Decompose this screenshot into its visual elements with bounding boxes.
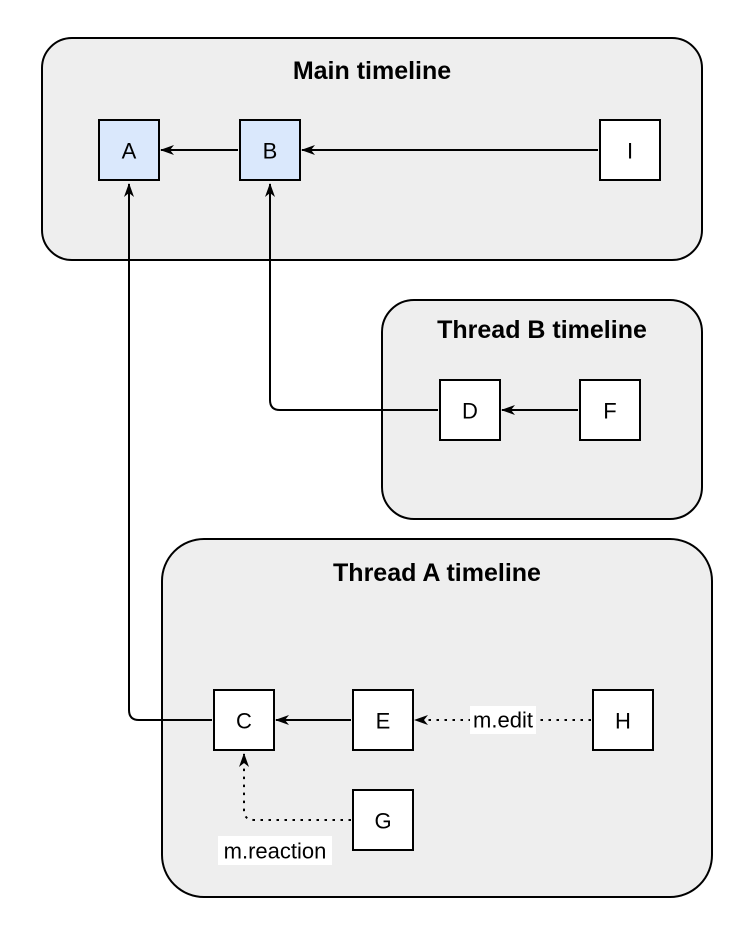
event-e-box bbox=[352, 689, 414, 751]
event-g-label: G bbox=[374, 809, 391, 834]
event-i-box bbox=[599, 119, 661, 181]
main-timeline-title: Main timeline bbox=[293, 57, 451, 85]
event-b-label: B bbox=[263, 139, 278, 164]
event-d-label: D bbox=[462, 399, 478, 424]
edge-g-to-c-reaction bbox=[239, 753, 351, 821]
event-b-box bbox=[239, 119, 301, 181]
reaction-edge-label: m.reaction bbox=[224, 839, 327, 864]
event-a-label: A bbox=[122, 139, 137, 164]
event-h-label: H bbox=[615, 709, 631, 734]
edge-c-to-a bbox=[124, 183, 212, 721]
event-a-box bbox=[98, 119, 160, 181]
event-c-label: C bbox=[236, 709, 252, 734]
edge-d-to-b bbox=[265, 183, 438, 411]
event-h-box bbox=[592, 689, 654, 751]
event-c-box bbox=[213, 689, 275, 751]
thread-a-timeline-title: Thread A timeline bbox=[333, 559, 541, 587]
event-f-box bbox=[579, 379, 641, 441]
reaction-label-background bbox=[218, 836, 332, 865]
edit-edge-label: m.edit bbox=[473, 708, 533, 733]
thread-a-timeline-container bbox=[161, 538, 713, 898]
event-f-label: F bbox=[603, 399, 616, 424]
event-e-label: E bbox=[376, 709, 391, 734]
event-i-label: I bbox=[627, 139, 633, 164]
thread-b-timeline-title: Thread B timeline bbox=[437, 316, 647, 344]
event-g-box bbox=[352, 789, 414, 851]
event-d-box bbox=[439, 379, 501, 441]
edit-label-background bbox=[470, 706, 536, 734]
